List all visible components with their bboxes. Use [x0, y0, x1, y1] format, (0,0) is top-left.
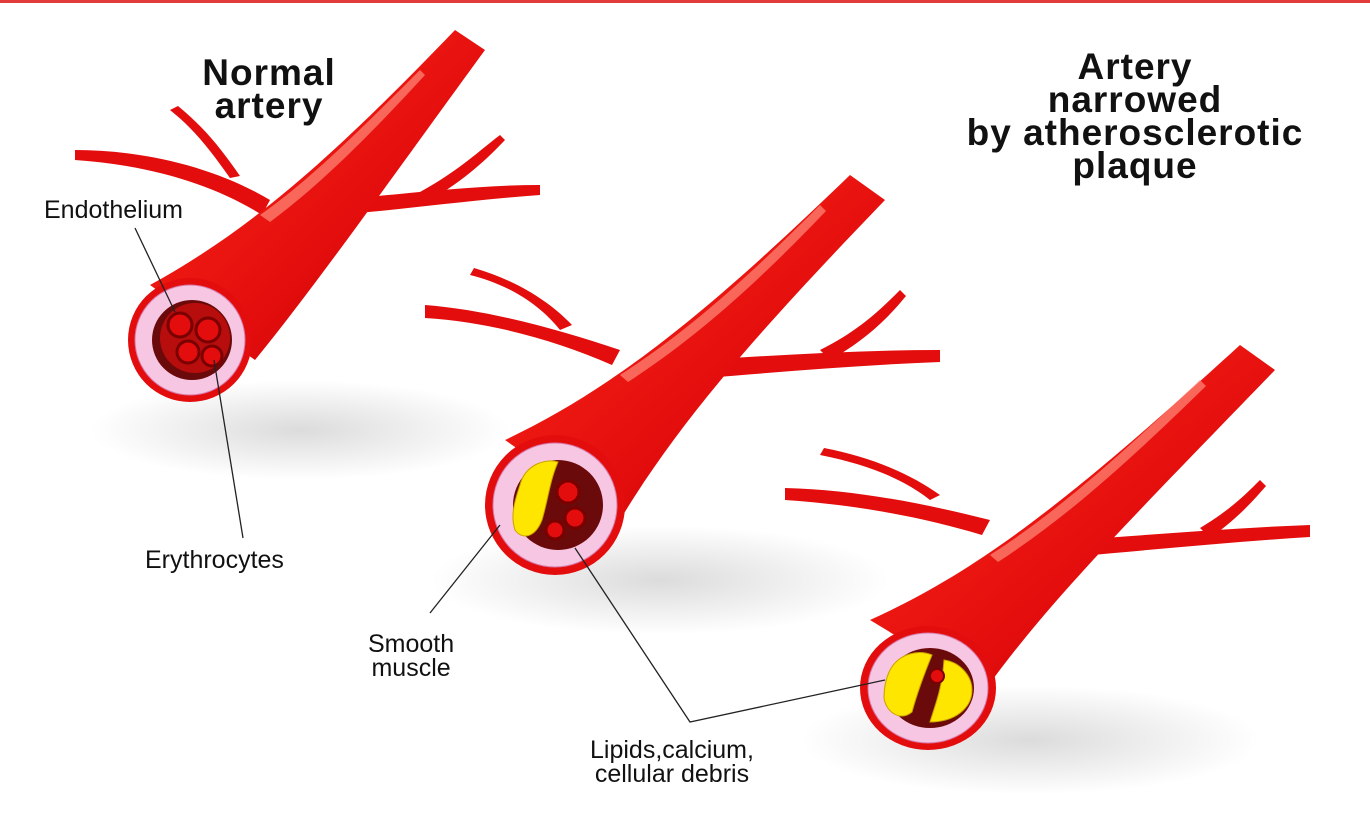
endothelium-label: Endothelium [44, 198, 183, 222]
erythrocyte [177, 341, 199, 363]
erythrocyte [930, 669, 944, 683]
normal-artery-title: Normal artery [184, 56, 354, 122]
erythrocyte [546, 521, 564, 539]
smooth-muscle-label-line: muscle [368, 656, 454, 680]
erythrocyte [168, 313, 192, 337]
lipids-label-line: cellular debris [590, 762, 754, 786]
erythrocyte [565, 508, 585, 528]
erythrocytes-label: Erythrocytes [145, 548, 284, 572]
normal-artery-shadow [90, 380, 510, 480]
moderate-plaque-artery [425, 175, 940, 635]
severe-artery-branch-left [785, 488, 990, 535]
smooth-muscle-label-line: Smooth [368, 632, 454, 656]
lipids-label: Lipids,calcium, cellular debris [590, 738, 754, 786]
moderate-artery-branch-left [425, 305, 620, 365]
erythrocyte [557, 481, 579, 503]
moderate-artery-branch-right-upper [820, 290, 906, 360]
smooth-muscle-label: Smooth muscle [368, 632, 454, 680]
erythrocyte [196, 318, 220, 342]
erythrocyte [202, 346, 222, 366]
normal-artery-title-line: artery [184, 89, 354, 122]
narrowed-artery-title-line: plaque [925, 149, 1345, 182]
narrowed-artery-title: Artery narrowed by atherosclerotic plaqu… [925, 50, 1345, 182]
lipids-label-line: Lipids,calcium, [590, 738, 754, 762]
